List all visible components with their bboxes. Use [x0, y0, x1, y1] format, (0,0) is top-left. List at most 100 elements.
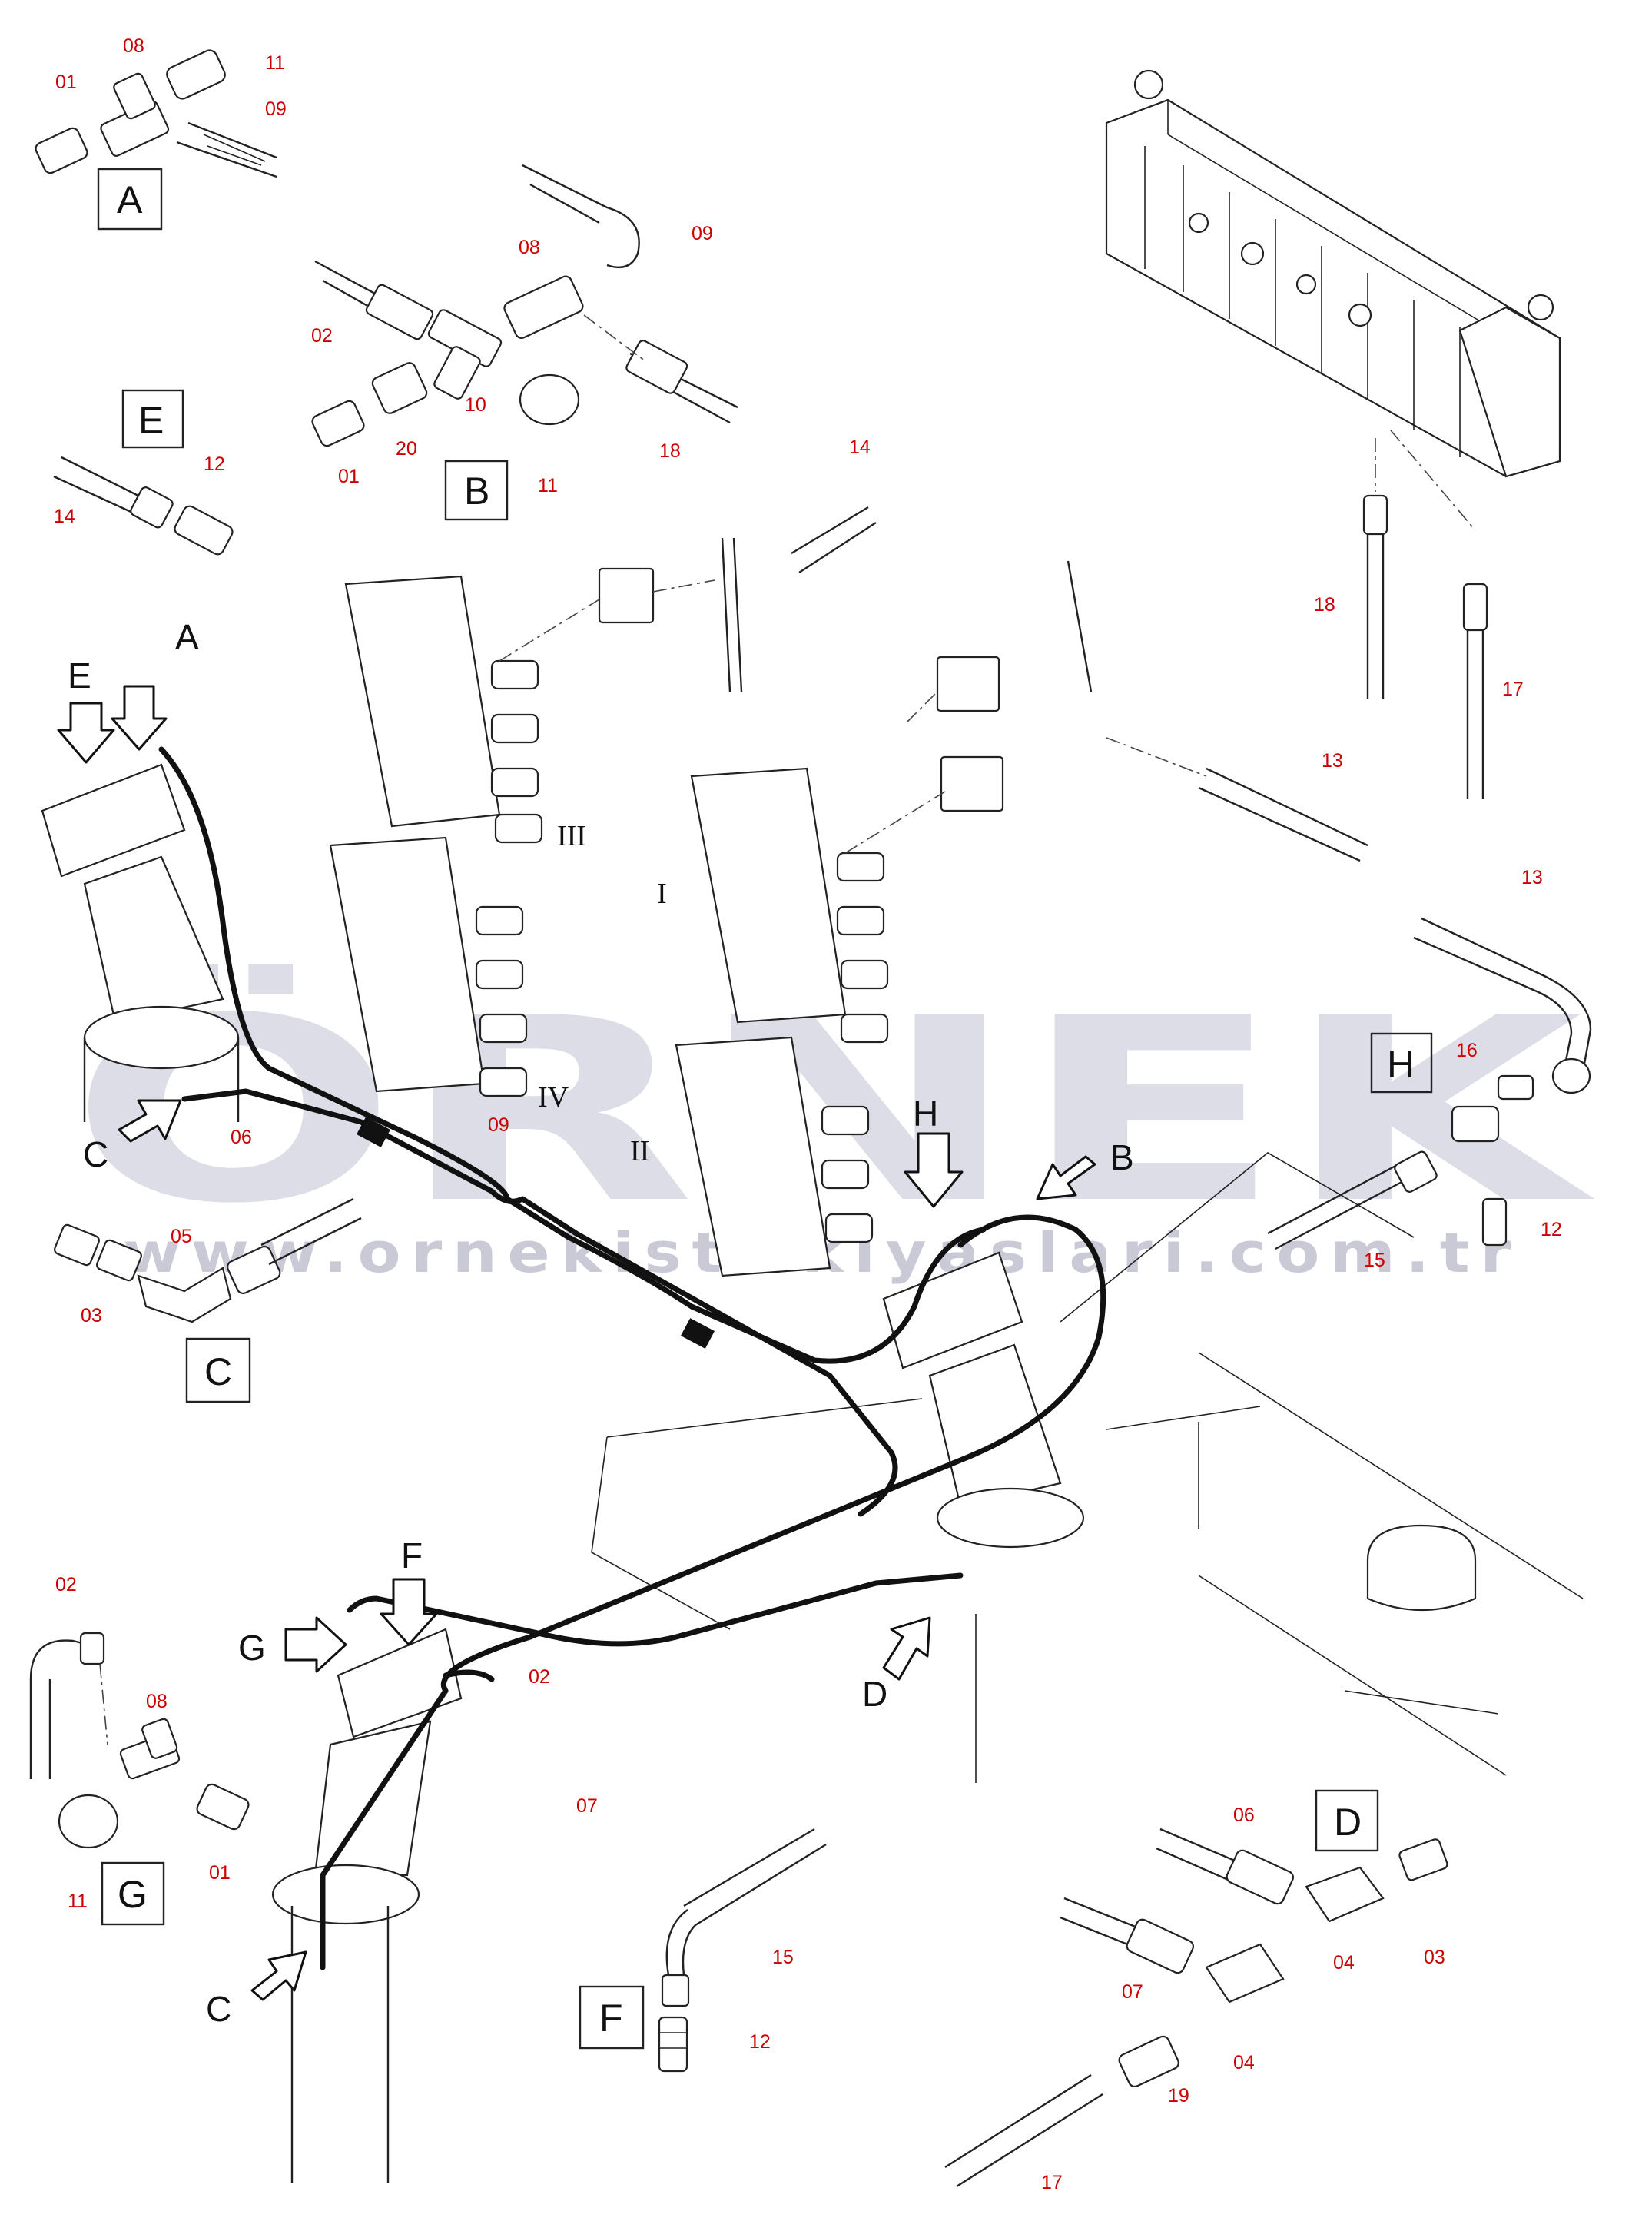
callout-c-03: 03 [81, 1305, 102, 1326]
detail-a-box [97, 168, 163, 231]
detail-h-label: H [1387, 1043, 1415, 1086]
callout-m-06: 06 [231, 1127, 252, 1148]
callout-m-18: 18 [1314, 594, 1335, 616]
callout-d-17: 17 [1041, 2172, 1063, 2193]
callout-d-07: 07 [1122, 1981, 1143, 2003]
roman-label-i: I [657, 878, 667, 910]
callout-f-12: 12 [749, 2031, 771, 2053]
route-label-f: F [401, 1535, 423, 1575]
distribution-block-ii [675, 1036, 874, 1277]
callout-b-11: 11 [538, 475, 558, 496]
callout-c-05: 05 [171, 1226, 192, 1247]
detail-b-fittings [311, 164, 738, 447]
route-label-c-lower: C [206, 1989, 231, 2029]
distribution-block-iii [344, 575, 543, 844]
detail-c-fittings [54, 1197, 362, 1323]
detail-h-box [1370, 1032, 1433, 1094]
roman-label-iii: III [557, 820, 586, 852]
distribution-block-iv [329, 836, 528, 1097]
callout-d-04b: 04 [1233, 2052, 1255, 2073]
callout-b-08: 08 [519, 237, 540, 258]
route-label-c-upper: C [83, 1134, 108, 1174]
hose-18-and-17-assembly [1362, 494, 1488, 799]
center-cylinder [882, 1251, 1085, 1549]
arrow-c-upper [118, 1099, 182, 1143]
detail-a-label: A [117, 178, 143, 221]
callout-b-18: 18 [659, 440, 681, 462]
detail-e-fittings [53, 456, 234, 556]
callout-h-12: 12 [1541, 1219, 1562, 1240]
routing-arrows [57, 685, 1096, 2001]
route-label-e: E [68, 656, 91, 696]
detail-f-fittings [658, 1828, 827, 2073]
callout-m-17: 17 [1502, 679, 1524, 700]
arrow-a [111, 685, 168, 751]
arrow-c-lower [250, 1950, 307, 2001]
arrow-g [284, 1616, 347, 1673]
callout-m-14: 14 [849, 437, 871, 458]
detail-c-box [185, 1337, 251, 1403]
callout-h-16: 16 [1456, 1040, 1478, 1061]
detail-d-fittings [944, 1828, 1448, 2188]
route-label-d: D [862, 1674, 887, 1714]
callout-e-12: 12 [204, 453, 225, 475]
hose-routing-lines [158, 746, 1106, 1970]
callout-m-13: 13 [1322, 750, 1343, 772]
left-upper-cylinder [41, 763, 240, 1122]
arrow-h [904, 1132, 964, 1208]
roman-label-ii: II [630, 1135, 649, 1167]
callout-g-01: 01 [209, 1862, 231, 1884]
route-label-a: A [175, 617, 199, 657]
detail-d-box [1315, 1789, 1379, 1852]
callout-e-14: 14 [54, 506, 75, 527]
callout-m-09: 09 [488, 1114, 509, 1136]
detail-e-box [121, 389, 184, 449]
detail-f-label: F [599, 1997, 623, 2040]
distribution-block-i [690, 767, 889, 1044]
detail-h-fittings [1267, 917, 1592, 1250]
detail-c-label: C [204, 1350, 232, 1393]
callout-h-13: 13 [1521, 867, 1543, 888]
callout-d-19: 19 [1168, 2085, 1189, 2107]
arrow-f [380, 1578, 438, 1646]
pilot-valve-assemblies [499, 506, 1368, 862]
route-label-b: B [1110, 1137, 1134, 1177]
callout-a-08: 08 [123, 35, 144, 57]
detail-e-label: E [138, 399, 164, 442]
callout-d-06: 06 [1233, 1804, 1255, 1826]
frame-outline [591, 1152, 1584, 1783]
callout-b-20: 20 [396, 438, 417, 460]
control-valve-block [1105, 69, 1561, 531]
arrow-b [1036, 1155, 1096, 1200]
callout-g-02: 02 [55, 1574, 77, 1595]
callout-h-15: 15 [1364, 1250, 1385, 1271]
callout-a-01: 01 [55, 71, 77, 93]
callout-g-11: 11 [68, 1891, 88, 1912]
callout-b-10: 10 [465, 394, 486, 416]
callout-d-03: 03 [1424, 1947, 1445, 1968]
callout-f-07: 07 [576, 1795, 598, 1817]
detail-d-label: D [1334, 1801, 1362, 1844]
callout-a-11: 11 [265, 52, 285, 74]
detail-g-fittings [29, 1632, 250, 1849]
callout-b-01: 01 [338, 466, 360, 487]
detail-a-fittings [35, 49, 277, 178]
route-label-g: G [238, 1628, 266, 1668]
arrow-d [882, 1616, 931, 1681]
arrow-e [57, 702, 115, 764]
callout-f-02: 02 [529, 1666, 550, 1688]
detail-f-box [579, 1985, 645, 2050]
callout-g-08: 08 [146, 1691, 168, 1712]
route-label-h: H [913, 1094, 938, 1134]
callout-d-04a: 04 [1333, 1952, 1355, 1974]
detail-b-box [444, 460, 509, 521]
callout-b-02: 02 [311, 325, 333, 347]
callout-b-09: 09 [692, 223, 713, 244]
callout-a-09: 09 [265, 98, 287, 120]
roman-label-iv: IV [538, 1081, 569, 1114]
detail-g-label: G [118, 1873, 148, 1916]
detail-g-box [101, 1861, 165, 1926]
detail-b-label: B [464, 470, 489, 513]
callout-f-15: 15 [772, 1947, 794, 1968]
